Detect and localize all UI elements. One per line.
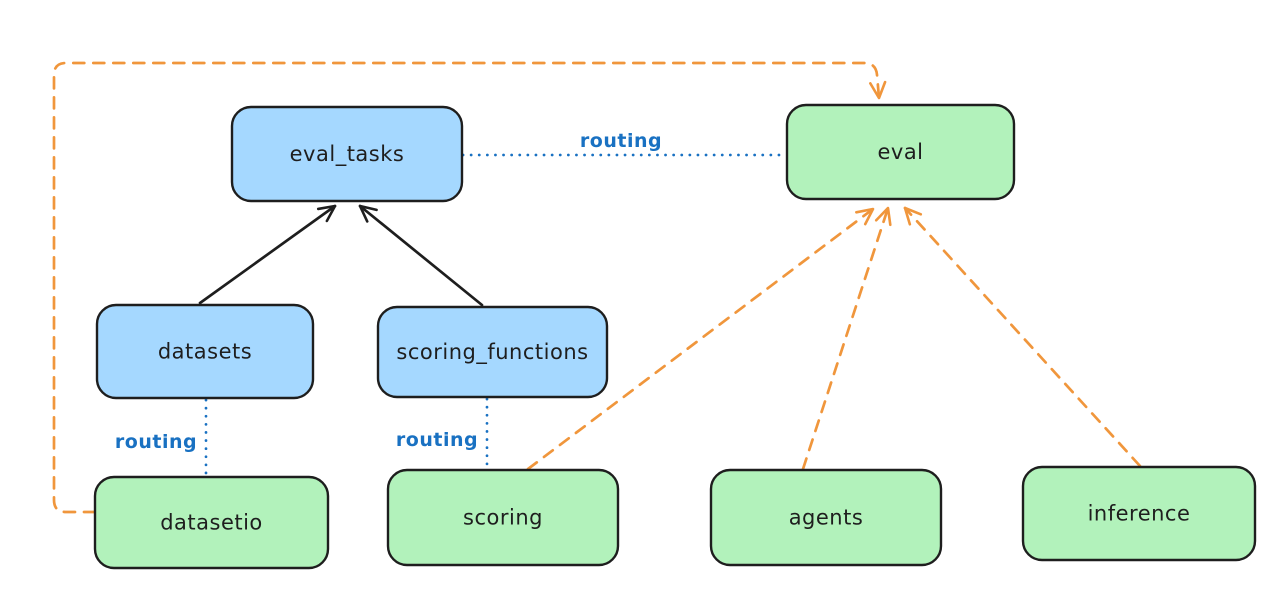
node-label-scoring: scoring (463, 506, 543, 530)
node-box-scoring (386, 468, 620, 567)
node-eval_tasks: eval_tasks (230, 105, 464, 203)
node-box-datasets (95, 303, 315, 400)
node-label-eval_tasks: eval_tasks (290, 142, 405, 167)
node-scoring_functions: scoring_functions (376, 305, 609, 399)
edge-agents-to-eval (801, 206, 890, 471)
edge-datasetio-to-eval-loop (52, 61, 881, 514)
node-box-eval_tasks (230, 105, 464, 203)
node-eval: eval (785, 103, 1016, 201)
node-label-eval: eval (877, 140, 923, 164)
arrowhead-scoring_functions-to-eval_tasks (358, 204, 378, 223)
node-box-inference (1021, 465, 1257, 562)
node-label-datasets: datasets (158, 340, 252, 364)
edge-inference-to-eval (903, 206, 1142, 468)
node-scoring: scoring (386, 468, 620, 567)
node-label-scoring_functions: scoring_functions (396, 340, 588, 365)
edge-label-datasets-to-datasetio-routing: routing (115, 431, 197, 453)
arrowhead-datasetio-to-eval-loop (869, 80, 887, 100)
node-box-scoring_functions (376, 305, 609, 399)
node-label-inference: inference (1088, 502, 1191, 526)
arrowhead-datasets-to-eval_tasks (316, 204, 337, 223)
node-agents: agents (709, 468, 943, 567)
arrowhead-inference-to-eval (903, 206, 923, 226)
node-datasets: datasets (95, 303, 315, 400)
node-box-eval (785, 103, 1016, 201)
edge-scoring-to-eval (526, 207, 875, 471)
node-box-datasetio (93, 475, 330, 570)
node-label-datasetio: datasetio (160, 511, 263, 535)
arrowhead-agents-to-eval (874, 206, 892, 227)
edge-scoring_functions-to-eval_tasks (358, 204, 484, 307)
node-label-agents: agents (789, 506, 864, 530)
node-box-agents (709, 468, 943, 567)
edge-label-scoring_functions-to-scoring-routing: routing (396, 429, 478, 451)
edge-datasets-to-eval_tasks (198, 204, 337, 305)
node-inference: inference (1021, 465, 1257, 562)
node-datasetio: datasetio (93, 475, 330, 570)
arrowhead-scoring-to-eval (855, 207, 875, 226)
edge-label-eval_tasks-to-eval-routing: routing (580, 130, 662, 152)
